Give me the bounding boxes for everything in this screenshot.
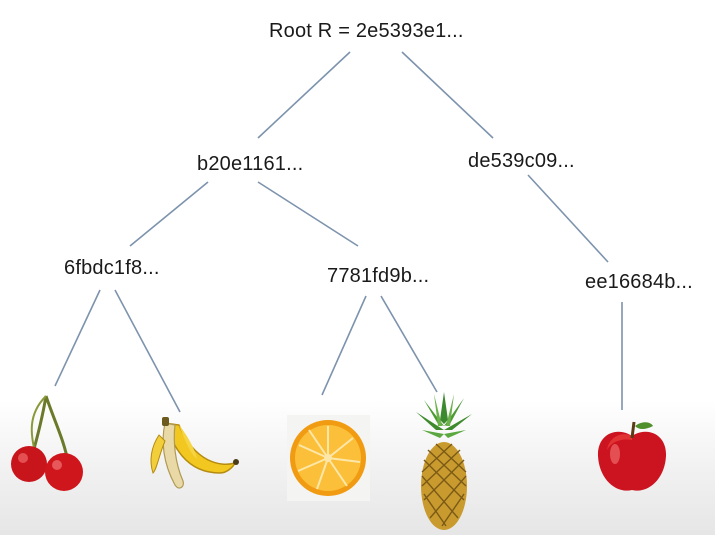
edge-6fb-banana: [114, 289, 181, 413]
cherry-icon: [11, 395, 83, 491]
node-778-label: 7781fd9b...: [327, 265, 430, 287]
apple-icon: [597, 421, 667, 491]
node-b20-label: b20e1161...: [197, 153, 304, 175]
edge-de5-ee1: [527, 174, 609, 263]
node-6fb-label: 6fbdc1f8...: [64, 257, 160, 279]
node-ee1-label: ee16684b...: [585, 271, 693, 293]
banana-icon: [150, 417, 239, 489]
orange-icon: [287, 415, 370, 501]
edge-b20-778: [257, 181, 359, 247]
pineapple-icon: [416, 392, 472, 530]
edge-6fb-cherry: [54, 289, 101, 387]
edge-root-de5: [401, 51, 494, 139]
edge-778-pineapple: [380, 295, 438, 393]
root-node-label: Root R = 2e5393e1...: [269, 20, 464, 42]
node-de5-label: de539c09...: [468, 150, 575, 172]
edge-778-orange: [321, 295, 367, 396]
edge-root-b20: [257, 51, 351, 139]
edge-b20-6fb: [129, 181, 209, 247]
